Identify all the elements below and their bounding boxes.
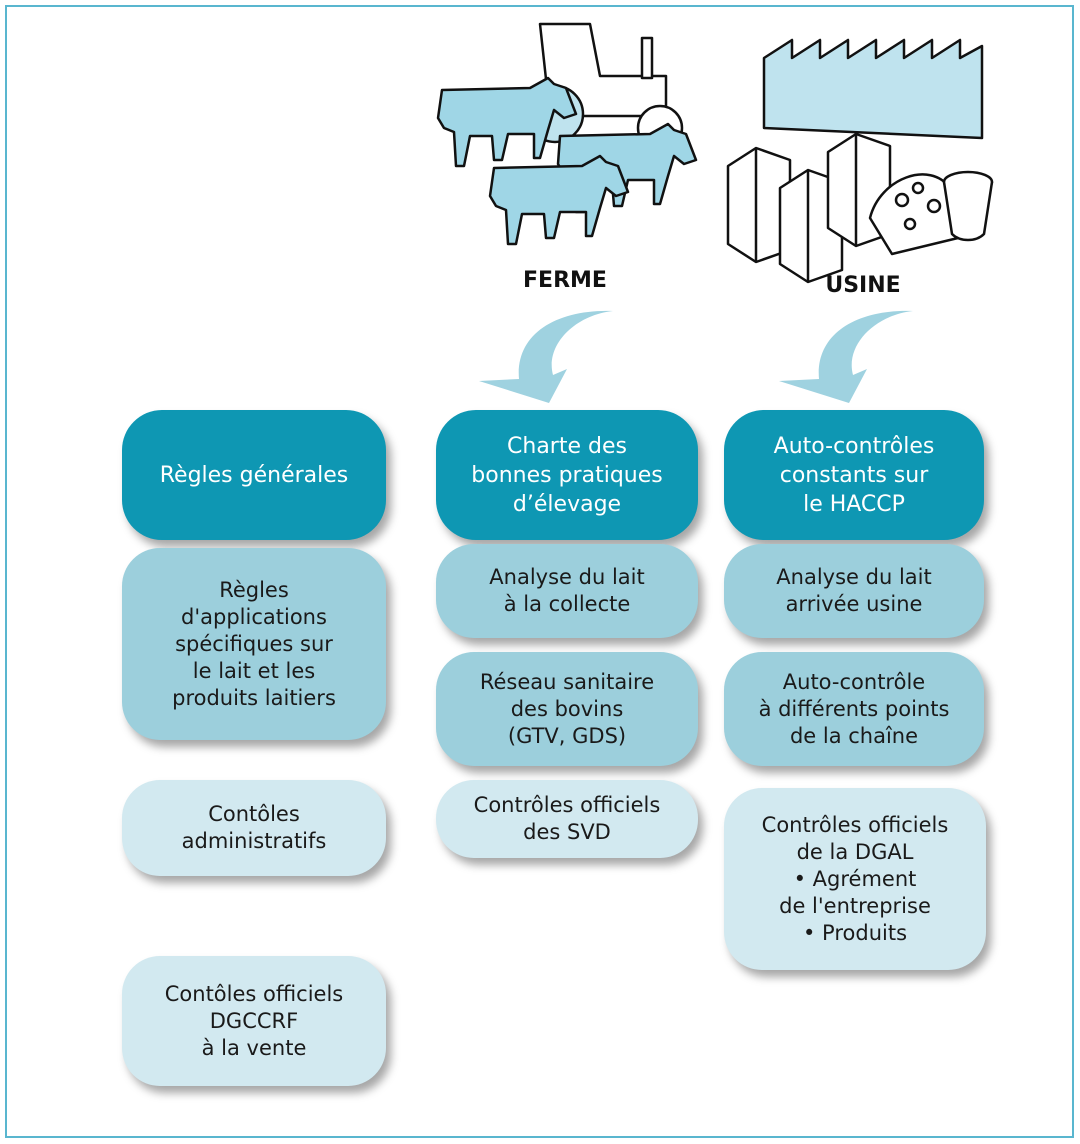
- factory-milk-analysis-box: Analyse du lait arrivée usine: [724, 544, 984, 638]
- dgccrf-controls-box: Contôles officiels DGCCRF à la vente: [122, 956, 386, 1086]
- curved-arrow-icon: [479, 310, 613, 403]
- milk-collection-analysis-box: Analyse du lait à la collecte: [436, 544, 698, 638]
- general-rules-box: Règles générales: [122, 410, 386, 540]
- farm-label: FERME: [523, 268, 607, 293]
- bovine-health-network-box: Réseau sanitaire des bovins (GTV, GDS): [436, 652, 698, 766]
- factory-label: USINE: [825, 273, 901, 298]
- factory-dairy-icon: [726, 38, 994, 284]
- curved-arrow-icon: [779, 310, 913, 403]
- diagram-frame: [5, 5, 1074, 1138]
- administrative-controls-box: Contôles administratifs: [122, 780, 386, 876]
- haccp-self-controls-box: Auto-contrôles constants sur le HACCP: [724, 410, 984, 540]
- production-chain-controls-box: Auto-contrôle à différents points de la …: [724, 652, 984, 766]
- svd-official-controls-box: Contrôles officiels des SVD: [436, 780, 698, 858]
- specific-rules-box: Règles d'applications spécifiques sur le…: [122, 548, 386, 740]
- farm-charter-box: Charte des bonnes pratiques d’élevage: [436, 410, 698, 540]
- dgal-official-controls-box: Contrôles officiels de la DGAL • Agrémen…: [724, 788, 986, 970]
- cows-tractor-icon: [436, 22, 698, 246]
